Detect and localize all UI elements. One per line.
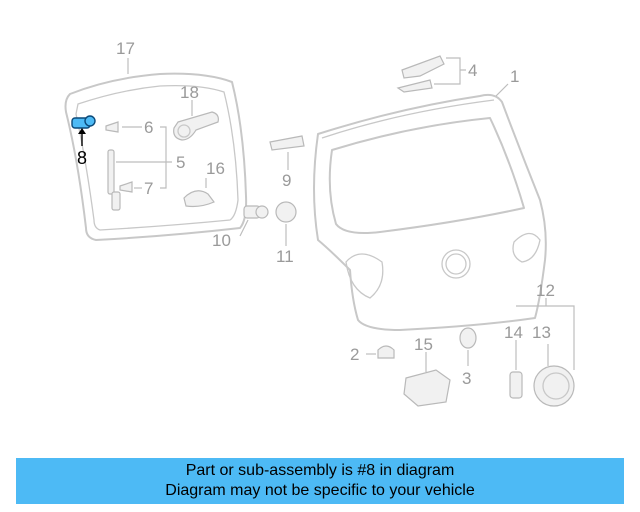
info-banner: Part or sub-assembly is #8 in diagram Di…	[16, 458, 624, 504]
callout-14: 14	[504, 323, 523, 342]
clip-part-7	[119, 181, 142, 193]
banner-line-part-number: Part or sub-assembly is #8 in diagram	[185, 462, 455, 479]
hinge-part-4	[396, 55, 466, 93]
latch-part-18	[173, 100, 219, 141]
strut-part-5	[107, 149, 172, 211]
emblem-part-13	[533, 344, 575, 407]
lock-part-15	[403, 352, 451, 407]
callout-1: 1	[510, 67, 519, 86]
switch-part-16	[183, 178, 215, 208]
callout-4: 4	[468, 61, 477, 80]
leader-1	[495, 83, 509, 97]
callout-15: 15	[414, 335, 433, 354]
banner-line-disclaimer: Diagram may not be specific to your vehi…	[165, 482, 475, 499]
leader-bracket-12	[516, 298, 575, 370]
callout-13: 13	[532, 323, 551, 342]
callout-2: 2	[350, 345, 359, 364]
clip-part-6	[105, 121, 142, 133]
callout-7: 7	[144, 179, 153, 198]
cap-part-11	[275, 201, 297, 246]
handle-part-14	[509, 340, 523, 399]
bumper-part-2	[366, 345, 395, 359]
callout-9: 9	[282, 171, 291, 190]
callout-12: 12	[536, 281, 555, 300]
callout-10: 10	[212, 231, 231, 250]
leader-bracket-5-6-7	[160, 126, 167, 189]
callout-6: 6	[144, 118, 153, 137]
callout-11: 11	[276, 247, 294, 266]
callout-8: 8	[77, 148, 87, 168]
liftgate-inner-panel	[64, 72, 248, 241]
callout-18: 18	[180, 83, 199, 102]
callout-5: 5	[176, 153, 185, 172]
highlighted-part-8	[71, 115, 96, 146]
liftgate-outer	[313, 93, 547, 331]
grommet-part-3	[459, 327, 477, 366]
callout-17: 17	[116, 39, 135, 58]
plug-part-10	[239, 205, 269, 237]
bracket-part-9	[269, 135, 305, 170]
callout-3: 3	[462, 369, 471, 388]
callout-16: 16	[206, 159, 225, 178]
